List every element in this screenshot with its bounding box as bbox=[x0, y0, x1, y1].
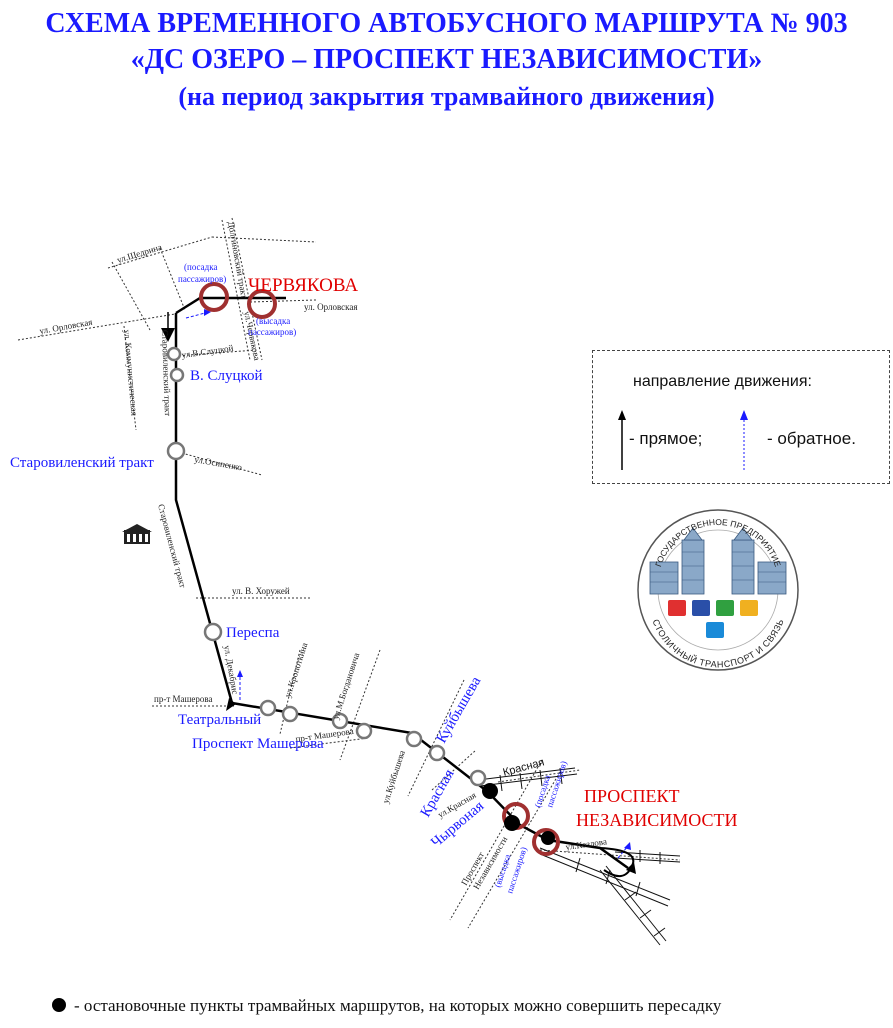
terminal-label-chervyakova: ЧЕРВЯКОВА bbox=[248, 275, 358, 296]
terminal-chervyakova-alighting bbox=[247, 289, 277, 319]
tram-transfer-stop-chyrvonaya bbox=[504, 815, 520, 831]
stop-teatralny bbox=[259, 699, 277, 717]
terminal-nezavisimosti-alighting bbox=[532, 828, 560, 856]
stop-label-slutskoy: В. Слуцкой bbox=[190, 368, 263, 384]
legend-title: направление движения: bbox=[633, 373, 812, 390]
logo-tram-icon bbox=[716, 600, 734, 616]
title-line-3: (на период закрытия трамвайного движения… bbox=[178, 82, 715, 111]
street-masherova-w: пр-т Машерова bbox=[154, 694, 213, 704]
tram-transfer-stop-krasnaya bbox=[482, 783, 498, 799]
note-vysadka-n-1: (высадка bbox=[256, 316, 290, 326]
tram-transfer-stop-nezavisimosti bbox=[541, 831, 555, 845]
stop-kuybysheva-1 bbox=[405, 730, 423, 748]
route-line bbox=[175, 296, 286, 315]
street-osipenko: ул.Осипенко bbox=[194, 454, 244, 472]
street-orlovskaya-e: ул. Орловская bbox=[304, 302, 358, 312]
stop-masherova-2 bbox=[331, 712, 349, 730]
stop-kuybysheva-2 bbox=[428, 744, 446, 762]
stop-krasnaya-ring bbox=[469, 769, 487, 787]
stop-label-teatralny: Театральный bbox=[178, 712, 261, 728]
stop-slutskoy-2 bbox=[169, 367, 185, 383]
title-line-2: «ДС ОЗЕРО – ПРОСПЕКТ НЕЗАВИСИМОСТИ» bbox=[130, 44, 763, 75]
note-posadka-n-1: (посадка bbox=[184, 262, 217, 272]
stop-masherova-1 bbox=[281, 705, 299, 723]
stop-label-masherova: Проспект Машерова bbox=[192, 736, 324, 752]
note-vysadka-s-2: пассажиров) bbox=[504, 846, 528, 895]
street-kuybysheva: ул.Куйбышева bbox=[380, 749, 407, 805]
legend-forward-arrow-icon bbox=[618, 410, 626, 420]
footer-note: - остановочные пункты трамвайных маршрут… bbox=[52, 996, 721, 1016]
stop-slutskoy-1 bbox=[166, 346, 182, 362]
logo: ГОСУДАРСТВЕННОЕ ПРЕДПРИЯТИЕ СТОЛИЧНЫЙ ТР… bbox=[637, 509, 799, 671]
logo-bus-icon bbox=[668, 600, 686, 616]
street-v-khoruzhey: ул. В. Хоружей bbox=[232, 586, 290, 596]
logo-trolley-icon bbox=[692, 600, 710, 616]
stop-label-perespa: Переспа bbox=[226, 625, 280, 641]
stop-perespa bbox=[203, 622, 223, 642]
tram-stop-dot-icon bbox=[52, 998, 66, 1012]
street-orlovskaya-w: ул. Орловская bbox=[39, 317, 93, 336]
stop-starovilensky bbox=[166, 441, 186, 461]
terminal-chervyakova-boarding bbox=[199, 282, 229, 312]
street-starovilensky-n: Старовиленский тракт bbox=[160, 330, 173, 417]
note-vysadka-n-2: пассажиров) bbox=[248, 327, 296, 337]
legend-backward-label: - обратное. bbox=[767, 429, 856, 448]
stop-label-starovilensky: Старовиленский тракт bbox=[10, 455, 154, 471]
legend-forward-label: - прямое; bbox=[629, 429, 703, 448]
logo-metro-icon bbox=[706, 622, 724, 638]
street-network bbox=[17, 217, 681, 929]
title-line-1: СХЕМА ВРЕМЕННОГО АВТОБУСНОГО МАРШРУТА № … bbox=[45, 8, 848, 39]
terminal-label-nezavisimosti-1: ПРОСПЕКТ bbox=[584, 786, 679, 806]
street-kommunisticheskaya: ул. Коммунистическая bbox=[122, 329, 139, 416]
note-posadka-n-2: пассажиров) bbox=[178, 274, 226, 284]
terminal-label-nezavisimosti-2: НЕЗАВИСИМОСТИ bbox=[576, 810, 737, 830]
legend: направление движения: - прямое; - обратн… bbox=[592, 350, 890, 484]
logo-taxi-icon bbox=[740, 600, 758, 616]
forward-arrow-icon bbox=[161, 328, 175, 342]
street-shchedrina: ул.Щедрина bbox=[116, 242, 163, 265]
footer-text: - остановочные пункты трамвайных маршрут… bbox=[74, 996, 722, 1015]
street-bogdanovicha: ул.М.Богдановича bbox=[330, 651, 361, 720]
theatre-icon bbox=[122, 524, 152, 544]
street-v-slutskoy: ул.В.Слуцкой bbox=[181, 343, 234, 360]
stop-masherova-3 bbox=[355, 722, 373, 740]
legend-backward-arrow-icon bbox=[740, 410, 748, 420]
street-starovilensky-s: Старовиленский тракт bbox=[156, 503, 188, 589]
street-kropotkina: ул.Кропоткина bbox=[282, 641, 309, 698]
stop-label-kuybysheva: Куйбышева bbox=[434, 674, 485, 746]
street-dekabristov: ул. Декабрис bbox=[222, 645, 240, 695]
